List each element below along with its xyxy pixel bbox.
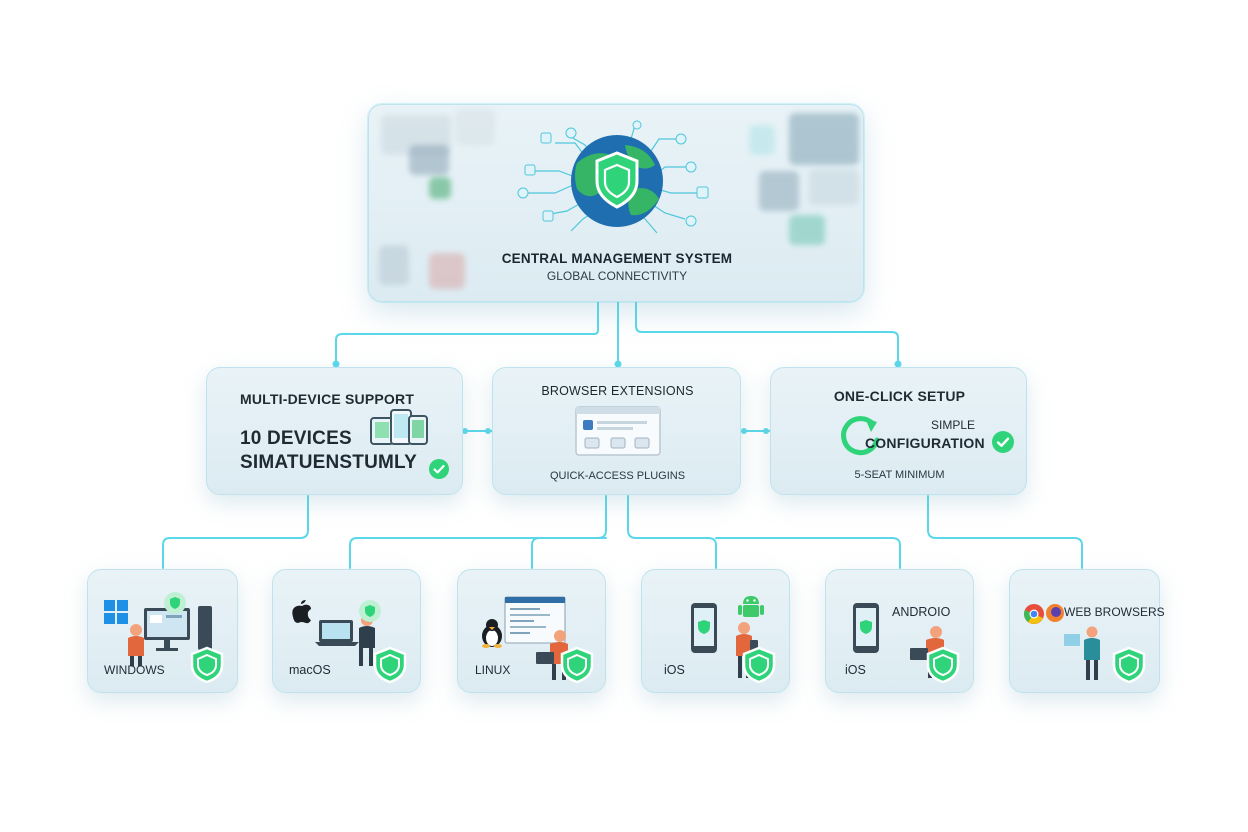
platform-card-macos: macOS <box>272 569 421 693</box>
one-click-caption: 5-SEAT MINIMUM <box>854 469 945 481</box>
platform-label-macos: macOS <box>289 663 331 677</box>
shield-icon <box>560 646 594 684</box>
platform-card-linux: LINUX <box>457 569 606 693</box>
apple-logo-icon <box>292 600 311 624</box>
device-count: 10 DEVICES <box>240 428 352 449</box>
platform-card-ios: iOS <box>641 569 790 693</box>
shield-icon <box>926 646 960 684</box>
central-management-card: CENTRAL MANAGEMENT SYSTEM GLOBAL CONNECT… <box>368 104 864 302</box>
tux-penguin-icon <box>482 619 502 648</box>
firefox-icon <box>1046 604 1064 622</box>
shield-icon <box>742 646 776 684</box>
one-click-line1: SIMPLE <box>931 418 976 432</box>
multi-device-card: MULTI-DEVICE SUPPORT 10 DEVICES SIMATUEN… <box>206 367 463 495</box>
check-icon <box>429 459 449 479</box>
multi-device-icon <box>370 409 428 445</box>
platform-label-android: ANDROIO <box>892 605 951 619</box>
browser-extensions-title: BROWSER EXTENSIONS <box>541 384 694 398</box>
device-count-caption: SIMATUENSTUMLY <box>240 452 417 473</box>
central-title: CENTRAL MANAGEMENT SYSTEM <box>501 251 733 266</box>
shield-icon <box>1112 646 1146 684</box>
central-subtitle: GLOBAL CONNECTIVITY <box>546 269 688 283</box>
person-with-laptop-icon <box>315 614 375 666</box>
android-robot-icon <box>738 596 764 617</box>
smartphone-icon <box>691 603 717 653</box>
shield-icon <box>373 646 407 684</box>
person-at-desktop-icon <box>128 606 212 666</box>
browser-extensions-caption: QUICK-ACCESS PLUGINS <box>549 470 686 482</box>
refresh-icon <box>841 416 880 456</box>
platform-label-web-browsers: WEB BROWSERS <box>1064 605 1165 619</box>
globe-network-icon <box>517 120 709 234</box>
code-window-icon <box>504 596 566 644</box>
browser-extensions-card: BROWSER EXTENSIONS QUICK-ACCESS PLUGINS <box>492 367 741 495</box>
shield-small-icon <box>164 592 186 614</box>
shield-small-icon <box>359 600 381 622</box>
smartphone-icon <box>853 603 879 653</box>
chrome-icon <box>1024 604 1044 624</box>
platform-label-linux: LINUX <box>475 663 511 677</box>
platform-label-ios-2: iOS <box>845 663 866 677</box>
one-click-line2: CONFIGURATION <box>865 435 985 451</box>
multi-device-title: MULTI-DEVICE SUPPORT <box>240 391 415 407</box>
shield-icon <box>190 646 224 684</box>
check-icon <box>992 431 1014 453</box>
person-with-tablet-icon <box>1064 626 1100 680</box>
platform-label-ios: iOS <box>664 663 685 677</box>
platform-card-windows: WINDOWS <box>87 569 238 693</box>
platform-label-windows: WINDOWS <box>104 663 165 677</box>
browser-window-icon <box>575 406 661 456</box>
one-click-title: ONE-CLICK SETUP <box>833 388 966 404</box>
windows-logo-icon <box>104 600 128 624</box>
platform-card-web-browsers: WEB BROWSERS <box>1009 569 1165 693</box>
platform-card-android: ANDROIO iOS <box>825 569 974 693</box>
one-click-setup-card: ONE-CLICK SETUP SIMPLE CONFIGURATION 5-S… <box>770 367 1027 495</box>
